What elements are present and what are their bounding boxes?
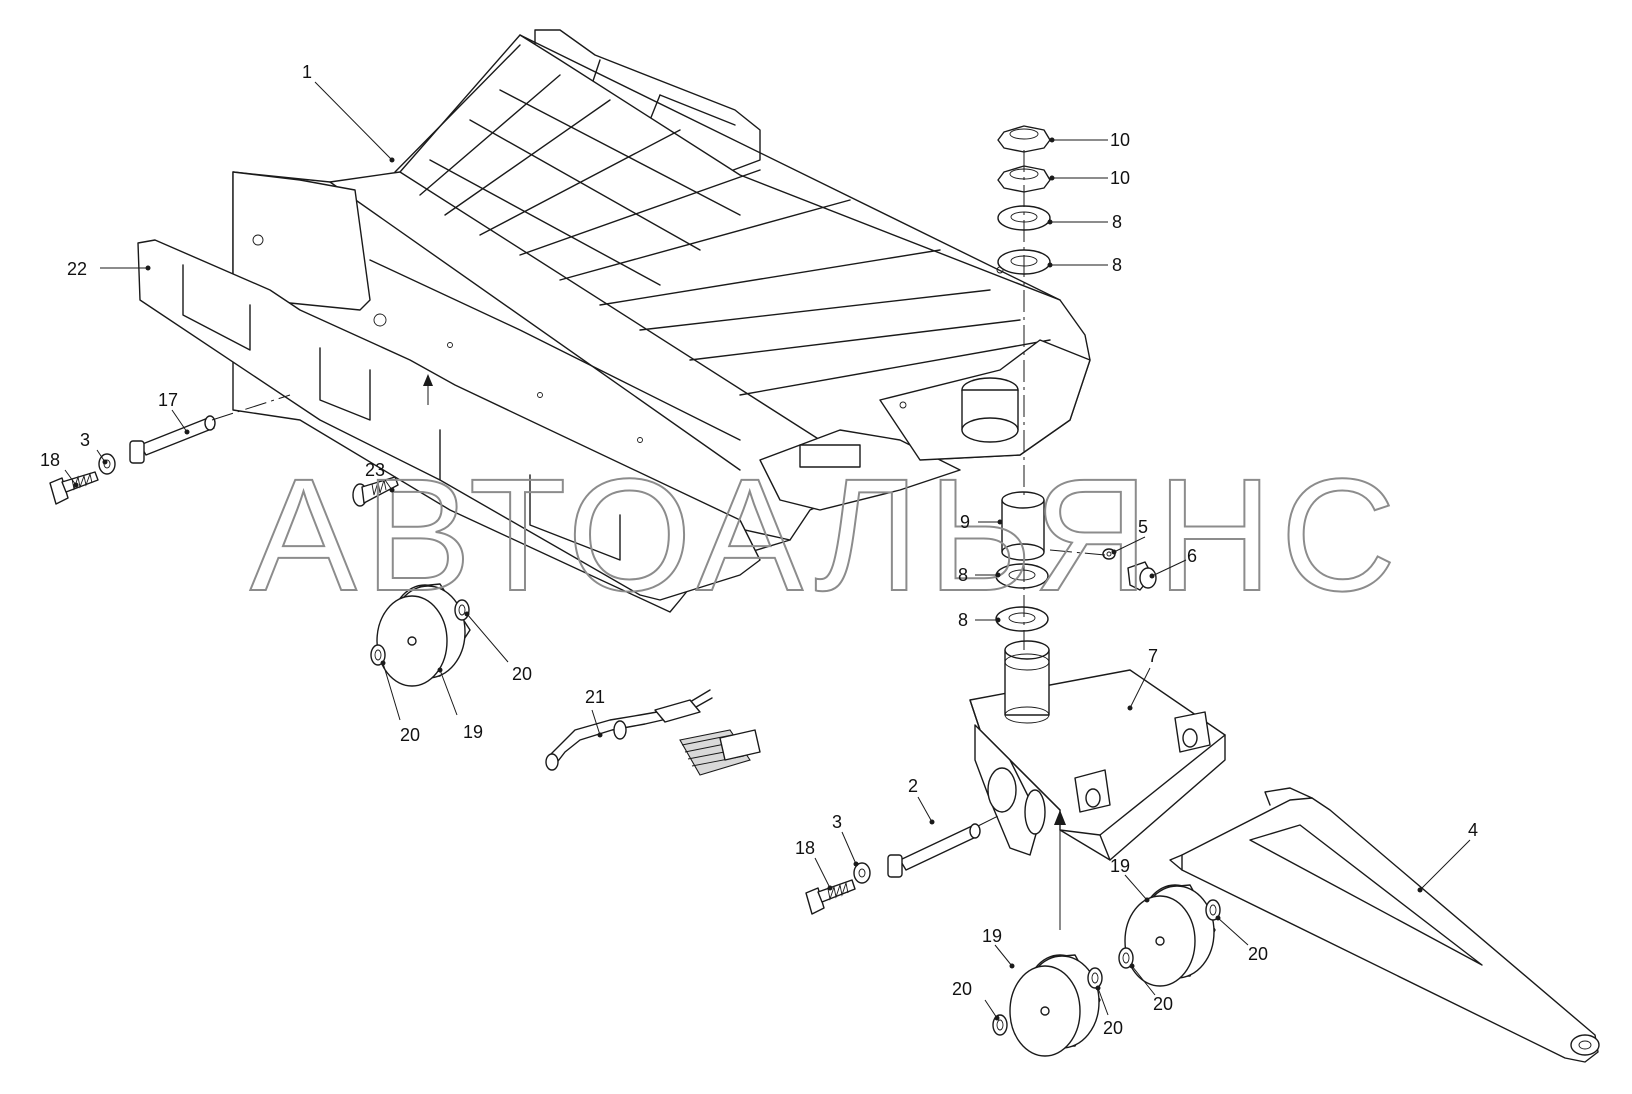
clip-part-6 [1127,561,1157,591]
label-19-left: 19 [463,722,483,742]
label-9: 9 [960,512,970,532]
label-21: 21 [585,687,605,707]
label-20-right-c: 20 [1103,1018,1123,1038]
assembly-arrow-left [423,374,433,405]
label-19-right-lower: 19 [982,926,1002,946]
label-18-left: 18 [40,450,60,470]
assembly-axis-lines [211,150,1106,827]
lever-assembly-part-21 [545,689,761,776]
bushing-part-9 [1001,491,1045,561]
label-5: 5 [1138,517,1148,537]
label-8-top-b: 8 [1112,255,1122,275]
label-20-right-a: 20 [1248,944,1268,964]
washer-part-20-right-c [1087,967,1103,989]
label-2: 2 [908,776,918,796]
side-plate-part-22 [137,239,761,601]
pin-part-2 [887,823,981,878]
label-10-upper: 10 [1110,130,1130,150]
label-8-top-a: 8 [1112,212,1122,232]
washer-part-20-right-d [992,1014,1008,1036]
washer-part-20-right-b [1118,947,1134,969]
bolt-part-18-left [49,471,99,505]
assembly-arrow-right [1054,810,1066,930]
label-22: 22 [67,259,87,279]
label-8-mid: 8 [958,565,968,585]
wheel-part-19-right-lower [1009,954,1101,1057]
watermark-text: АВТОАЛЬЯНС [250,445,1404,624]
label-20-left-a: 20 [512,664,532,684]
bolt-part-23 [352,476,399,507]
label-19-right-upper: 19 [1110,856,1130,876]
label-20-right-b: 20 [1153,994,1173,1014]
label-6: 6 [1187,546,1197,566]
label-20-left-b: 20 [400,725,420,745]
label-3-left: 3 [80,430,90,450]
wheel-part-19-right-upper [1124,884,1216,987]
label-10-lower: 10 [1110,168,1130,188]
washer-part-20-right-a [1205,899,1221,921]
label-3-right: 3 [832,812,842,832]
label-1: 1 [302,62,312,82]
washer-part-3-right [853,862,871,884]
bolt-part-18-right [805,879,856,915]
drawbar-part-4 [1169,787,1600,1063]
label-18-right: 18 [795,838,815,858]
label-20-right-d: 20 [952,979,972,999]
label-8-low: 8 [958,610,968,630]
callout-labels: 1 22 17 3 18 23 20 19 20 21 10 10 8 8 9 … [40,62,1478,1038]
label-4: 4 [1468,820,1478,840]
nut-part-10-upper [997,125,1051,153]
label-23: 23 [365,460,385,480]
washer-part-20-left-b [370,644,386,666]
pin-part-17 [129,415,216,464]
callout-leaders [64,81,1471,1021]
label-7: 7 [1148,646,1158,666]
label-17: 17 [158,390,178,410]
wheel-part-19-left [376,583,471,687]
bracket-part-7 [969,640,1226,861]
